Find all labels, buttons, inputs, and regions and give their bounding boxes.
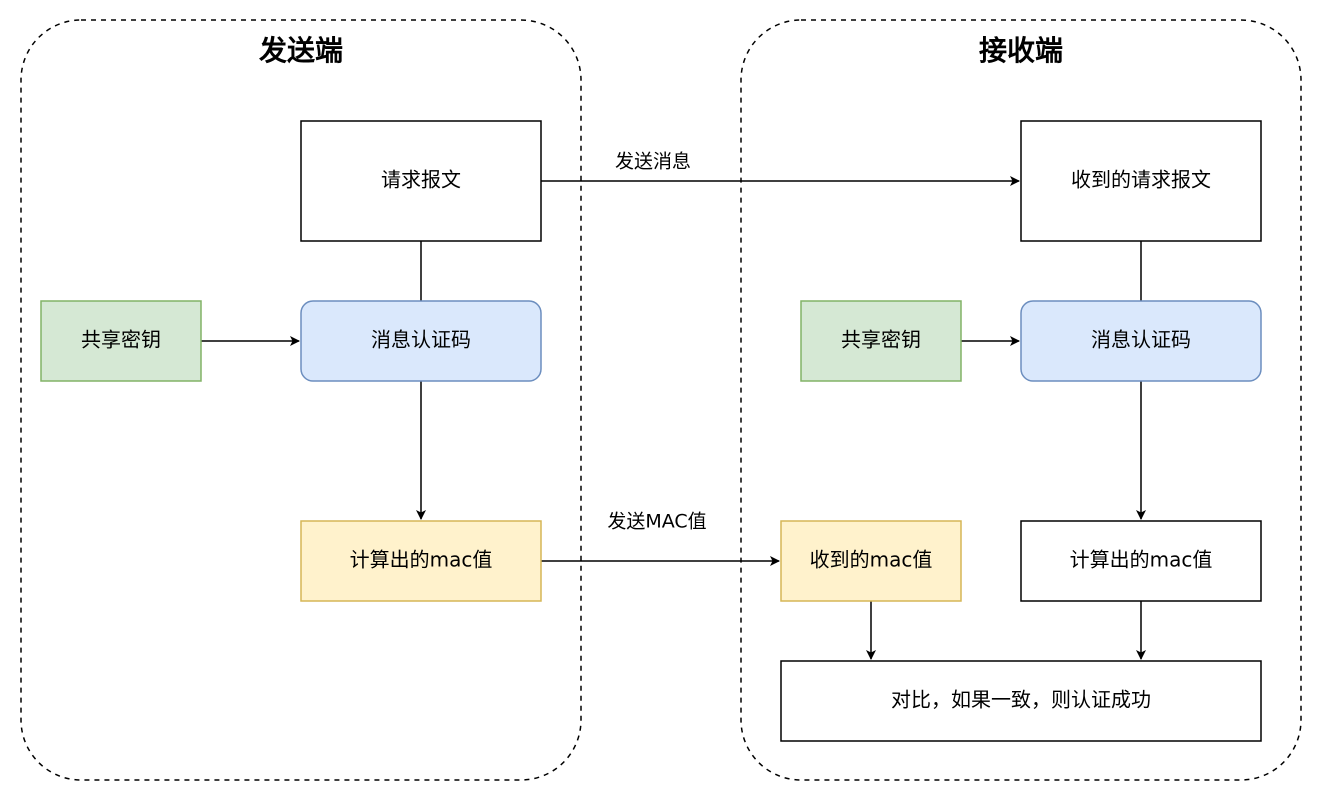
- node-mac-sender-box: [300, 300, 542, 382]
- node-shared-key-receiver-box: [800, 300, 962, 382]
- node-received-mac-box: [780, 520, 962, 602]
- node-mac-receiver-label: 消息认证码: [1091, 328, 1191, 352]
- node-request-message-box: [300, 120, 542, 242]
- node-compare-box: [780, 660, 1262, 742]
- node-shared-key-receiver-label: 共享密钥: [841, 328, 921, 352]
- node-shared-key-sender-label: 共享密钥: [81, 328, 161, 352]
- node-compare: 对比，如果一致，则认证成功: [780, 660, 1262, 742]
- node-received-request: 收到的请求报文: [1020, 120, 1262, 242]
- node-computed-mac-sender-box: [300, 520, 542, 602]
- node-request-message-label: 请求报文: [381, 168, 461, 192]
- edge-label-send-message: 发送消息: [615, 151, 691, 173]
- node-received-mac-label: 收到的mac值: [810, 548, 933, 572]
- node-compare-label: 对比，如果一致，则认证成功: [891, 688, 1151, 712]
- sender-group-title: 发送端: [258, 34, 343, 67]
- edges: [201, 176, 1146, 660]
- receiver-group-border: [740, 19, 1302, 781]
- node-computed-mac-receiver-label: 计算出的mac值: [1070, 548, 1213, 572]
- node-shared-key-receiver: 共享密钥: [800, 300, 962, 382]
- node-mac-sender: 消息认证码: [300, 300, 542, 382]
- node-received-request-box: [1020, 120, 1262, 242]
- node-shared-key-sender-box: [40, 300, 202, 382]
- receiver-group-title: 接收端: [979, 34, 1063, 67]
- edge-label-send-mac: 发送MAC值: [607, 511, 706, 533]
- node-computed-mac-sender-label: 计算出的mac值: [350, 548, 493, 572]
- node-request-message: 请求报文: [300, 120, 542, 242]
- node-shared-key-sender: 共享密钥: [40, 300, 202, 382]
- sender-group: 发送端: [20, 19, 582, 781]
- node-computed-mac-receiver: 计算出的mac值: [1020, 520, 1262, 602]
- receiver-group: 接收端: [740, 19, 1302, 781]
- node-mac-receiver: 消息认证码: [1020, 300, 1262, 382]
- node-received-mac: 收到的mac值: [780, 520, 962, 602]
- node-mac-receiver-box: [1020, 300, 1262, 382]
- node-computed-mac-receiver-box: [1020, 520, 1262, 602]
- sender-group-border: [20, 19, 582, 781]
- node-mac-sender-label: 消息认证码: [371, 328, 471, 352]
- node-received-request-label: 收到的请求报文: [1071, 168, 1211, 192]
- node-computed-mac-sender: 计算出的mac值: [300, 520, 542, 602]
